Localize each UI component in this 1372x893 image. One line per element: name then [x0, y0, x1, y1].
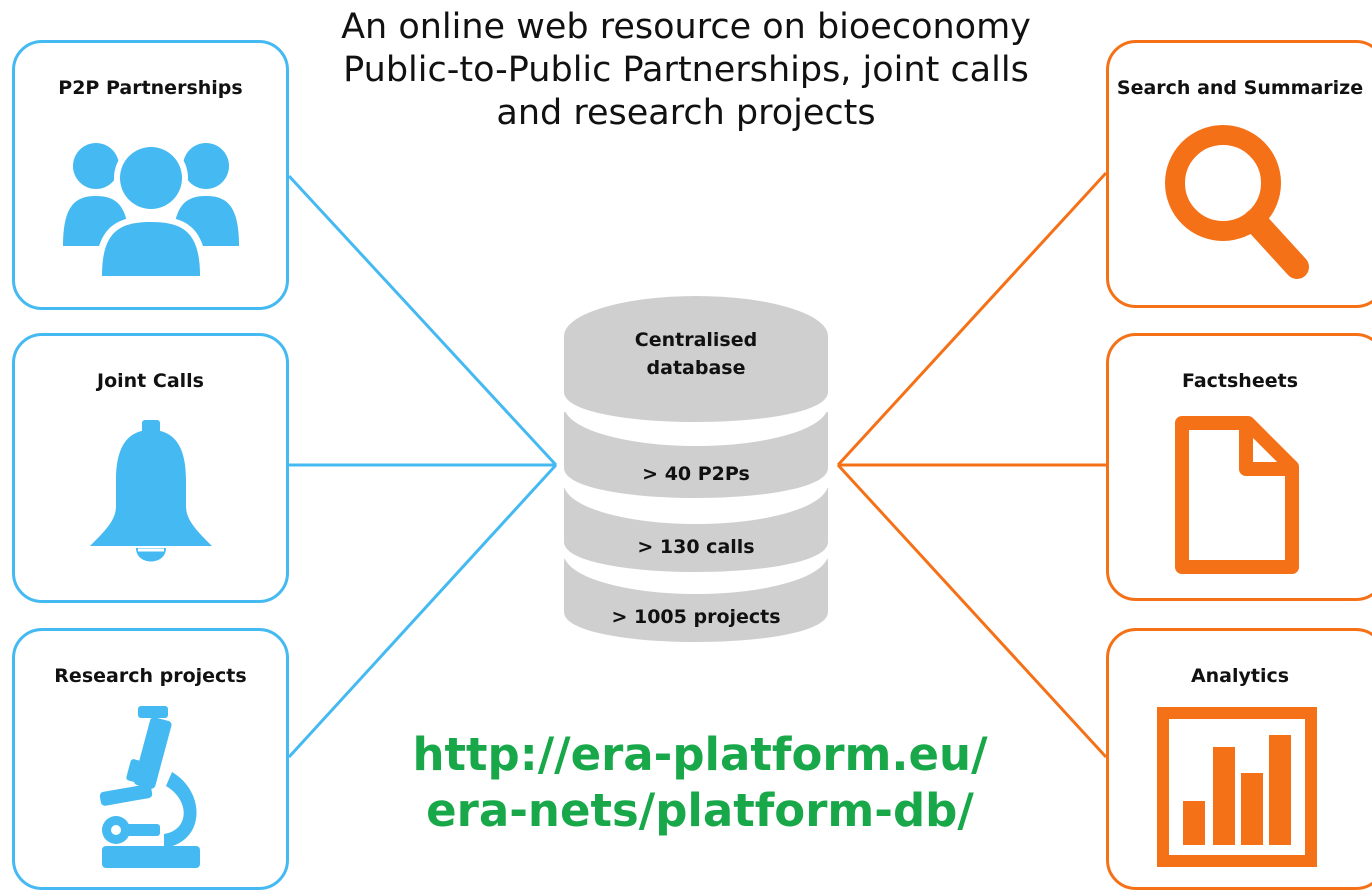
people-group-icon — [62, 141, 239, 278]
document-icon — [1175, 416, 1299, 574]
connector-analytics — [836, 463, 1108, 759]
analytics-card: Analytics — [1106, 628, 1372, 890]
database-item-projects: > 1005 projects — [611, 606, 781, 628]
joint-calls-card: Joint Calls — [12, 333, 289, 603]
p2p-partnerships-label: P2P Partnerships — [58, 77, 243, 99]
url-line-2[interactable]: era-nets/platform-db/ — [426, 784, 974, 837]
analytics-label: Analytics — [1190, 665, 1290, 687]
connector-research — [287, 463, 558, 759]
connector-search — [836, 171, 1108, 467]
title-line-2: Public-to-Public Partnerships, joint cal… — [343, 50, 1029, 90]
database-icon — [564, 296, 828, 642]
research-projects-card: Research projects — [12, 628, 289, 890]
magnifier-icon — [1165, 125, 1309, 279]
search-and-summarize-card: Search and Summarize — [1106, 40, 1372, 308]
research-projects-label: Research projects — [54, 665, 247, 687]
database-title-line-1: Centralised — [634, 329, 758, 351]
database-item-p2ps: > 40 P2Ps — [642, 463, 750, 485]
database-item-calls: > 130 calls — [637, 536, 755, 558]
p2p-partnerships-card: P2P Partnerships — [12, 40, 289, 310]
title-line-1: An online web resource on bioeconomy — [341, 7, 1031, 47]
url-line-1[interactable]: http://era-platform.eu/ — [412, 728, 988, 781]
platform-url[interactable]: http://era-platform.eu/ era-nets/platfor… — [368, 727, 1032, 839]
microscope-icon — [99, 706, 200, 868]
search-and-summarize-label: Search and Summarize — [1116, 77, 1364, 99]
database-title: Centralised database — [596, 326, 796, 382]
bell-icon — [89, 420, 212, 562]
factsheets-label: Factsheets — [1181, 370, 1299, 392]
title-line-3: and research projects — [496, 93, 876, 133]
factsheets-card: Factsheets — [1106, 333, 1372, 601]
page-title: An online web resource on bioeconomy Pub… — [318, 6, 1054, 135]
database-title-line-2: database — [646, 357, 746, 379]
bar-chart-icon — [1157, 707, 1317, 867]
connector-p2p — [287, 174, 558, 467]
joint-calls-label: Joint Calls — [97, 370, 204, 392]
